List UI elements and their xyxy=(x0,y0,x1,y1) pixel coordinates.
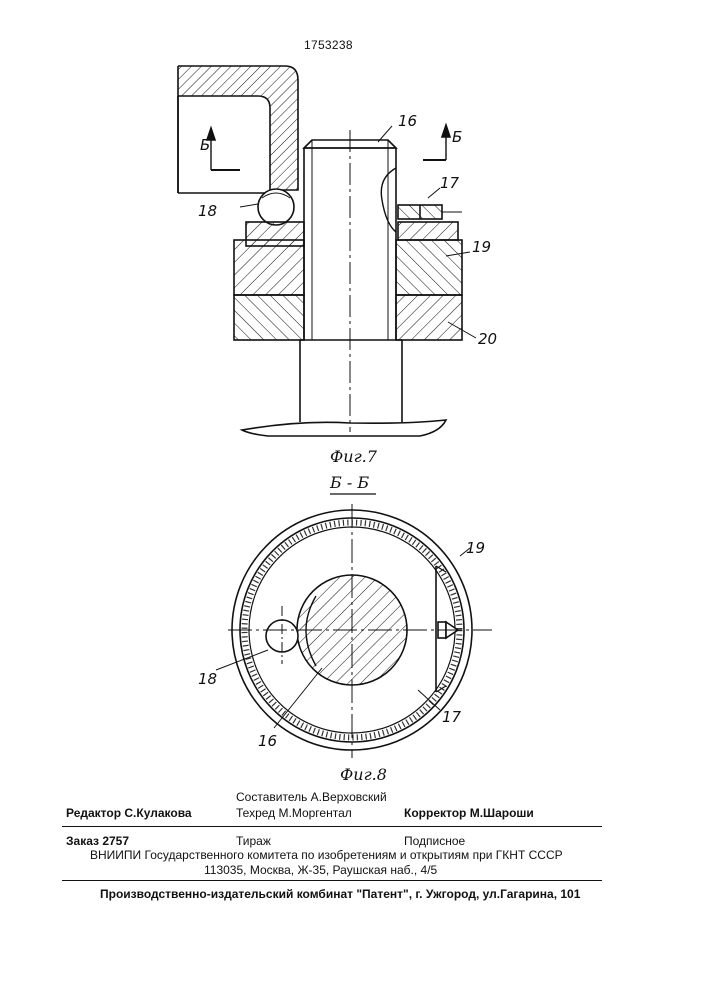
fig8-label-17: 17 xyxy=(442,708,462,726)
fig8-label-18: 18 xyxy=(198,670,217,688)
credits-editor: Редактор С.Кулакова xyxy=(66,806,192,820)
fig7-label-16: 16 xyxy=(398,112,417,130)
credits-institution: ВНИИПИ Государственного комитета по изоб… xyxy=(90,848,563,862)
divider-top xyxy=(62,826,602,827)
fig7-label-b-left: Б xyxy=(200,136,210,154)
credits-publisher: Производственно-издательский комбинат "П… xyxy=(100,887,580,901)
fig8-caption: Фиг.8 xyxy=(340,765,387,784)
fig7-label-20: 20 xyxy=(478,330,497,348)
frame-bracket xyxy=(178,66,298,190)
fig7-label-18: 18 xyxy=(198,202,217,220)
credits-corrector: Корректор М.Шароши xyxy=(404,806,534,820)
credits-address: 113035, Москва, Ж-35, Раушская наб., 4/5 xyxy=(204,863,437,877)
fig8-section-title: Б - Б xyxy=(329,473,369,492)
fig8-label-19: 19 xyxy=(466,539,485,557)
figure-7 xyxy=(178,66,476,436)
fig7-caption: Фиг.7 xyxy=(330,447,378,466)
credits-order: Заказ 2757 xyxy=(66,834,129,848)
credits-circulation: Тираж xyxy=(236,834,271,848)
fig7-label-b-right: Б xyxy=(452,128,462,146)
credits-subscription: Подписное xyxy=(404,834,465,848)
fig7-label-19: 19 xyxy=(472,238,491,256)
fig7-label-17: 17 xyxy=(440,174,460,192)
credits-composer: Составитель А.Верховский xyxy=(236,790,387,804)
divider-bottom xyxy=(62,880,602,881)
fig8-label-16: 16 xyxy=(258,732,277,750)
credits-techred: Техред М.Моргентал xyxy=(236,806,352,820)
